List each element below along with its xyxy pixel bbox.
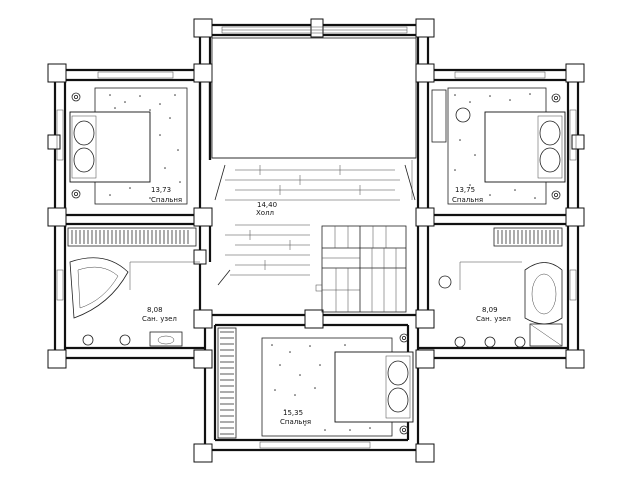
bathtub — [524, 262, 563, 325]
room-area-bath-w: 8,08 — [147, 306, 163, 314]
room-name-bedroom-s: Спальня — [280, 418, 311, 426]
bathroom-e — [438, 227, 563, 348]
room-name-bath-w: Сан. узел — [142, 315, 177, 323]
carpet-pattern — [271, 344, 371, 431]
room-area-bedroom-s: 15,35 — [283, 409, 303, 417]
carpet-pattern — [109, 94, 181, 199]
bathroom-w — [67, 227, 200, 347]
wardrobe — [67, 227, 197, 247]
wall-posts — [47, 18, 585, 463]
bedroom-s — [217, 327, 414, 439]
bidet — [119, 334, 131, 346]
windows — [56, 26, 577, 449]
wardrobe — [217, 327, 237, 439]
room-name-bedroom-ne: Спальня — [452, 196, 483, 204]
bidet — [484, 336, 496, 348]
hall-floor — [214, 164, 416, 286]
bed — [69, 111, 151, 183]
bed — [484, 111, 566, 183]
staircase — [315, 225, 407, 313]
shower — [529, 323, 563, 347]
toilet — [454, 336, 466, 348]
carpet-pattern — [454, 93, 536, 199]
washing-machine — [438, 275, 452, 289]
room-name-bath-e: Сан. узел — [476, 315, 511, 323]
bedroom-nw — [69, 87, 188, 205]
desk — [431, 89, 447, 143]
sink — [149, 331, 183, 347]
room-area-bedroom-nw: 13,73 — [151, 186, 171, 194]
chair — [455, 107, 471, 123]
room-area-bath-e: 8,09 — [482, 306, 498, 314]
wardrobe — [493, 227, 563, 247]
bedroom-ne — [431, 87, 566, 205]
sink — [514, 336, 526, 348]
bathtub — [69, 257, 129, 319]
room-name-hall: Холл — [256, 209, 274, 217]
open-void — [211, 37, 417, 159]
bed — [334, 351, 414, 423]
room-area-bedroom-ne: 13,75 — [455, 186, 475, 194]
toilet — [82, 334, 94, 346]
room-area-hall: 14,40 — [257, 201, 277, 209]
room-name-bedroom-nw: Спальня — [151, 196, 182, 204]
exterior-walls — [53, 23, 580, 452]
